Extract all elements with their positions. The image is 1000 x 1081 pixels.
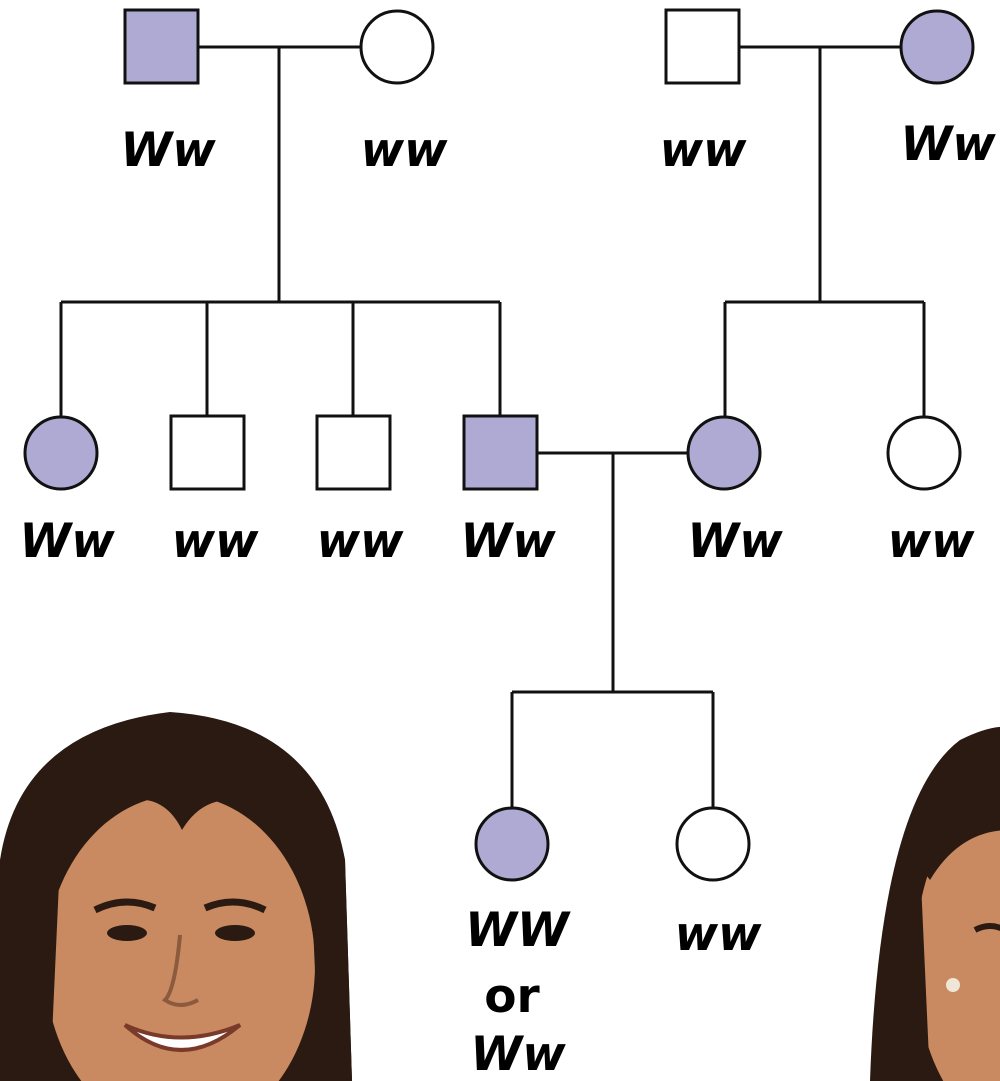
gen1-right-father: ww [660,8,747,178]
gen3-daughter-2: ww [675,806,762,962]
unaffected-male-square [169,414,246,491]
genotype-label: Ww [460,514,556,569]
genotype-label: ww [660,123,747,178]
genotype-label: Ww [900,117,996,172]
genotype-label: Ww [120,123,216,178]
unaffected-female-circle [675,806,751,882]
gen2-daughter-2: Ww [686,415,783,569]
genotype-label: ww [361,123,448,178]
unaffected-male-square [664,8,741,85]
woman-widows-peak-photo [0,712,352,1081]
affected-female-circle [686,415,762,491]
gen2-son-3: Ww [460,414,556,569]
unaffected-female-circle [359,9,435,85]
gen2-daughter-3: ww [886,415,975,569]
affected-female-circle [474,806,550,882]
gen1-left-father: Ww [120,8,216,178]
gen1-right-mother: Ww [899,9,996,172]
genotype-label: ww [317,514,404,569]
genotype-label-line3: Ww [470,1027,566,1081]
affected-female-circle [899,9,975,85]
gen1-left-mother: ww [359,9,448,178]
gen2-son-1: ww [169,414,259,569]
affected-male-square [462,414,539,491]
gen2-son-2: ww [315,414,404,569]
gen2-daughter-1: Ww [19,415,115,569]
pedigree-lines [59,45,926,808]
woman-straight-hairline-photo [870,726,1000,1081]
affected-male-square [123,8,200,85]
genotype-label: Ww [19,514,115,569]
genotype-label: ww [675,907,762,962]
unaffected-male-square [315,414,392,491]
genotype-label: ww [172,514,259,569]
affected-female-circle [23,415,99,491]
widows-peak-hairline [40,735,320,860]
genotype-label-line1: WW [465,903,571,958]
unaffected-female-circle [886,415,962,491]
genotype-label-line2: or [484,969,540,1024]
genotype-label: ww [888,514,975,569]
gen3-daughter-1: WW or Ww [465,806,571,1081]
genotype-label: Ww [687,514,783,569]
